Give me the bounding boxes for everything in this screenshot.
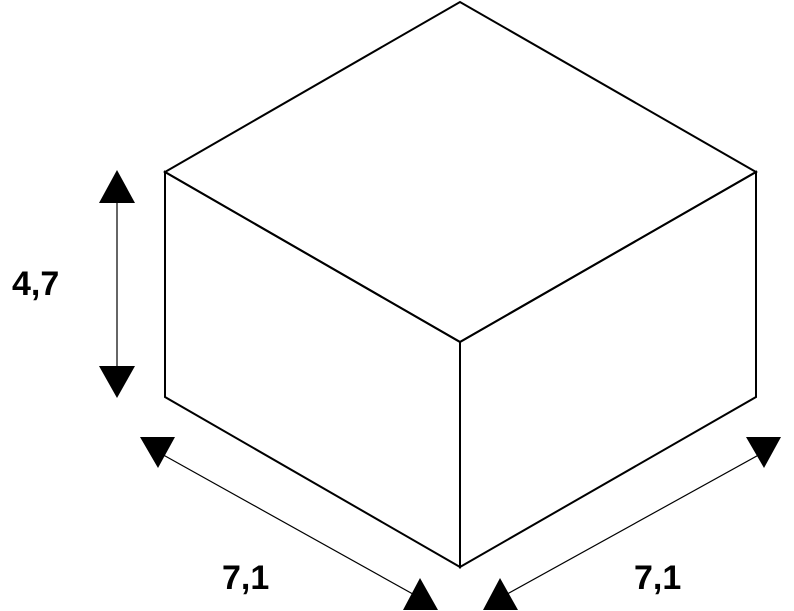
width-arrow-end-icon [746, 437, 781, 468]
height-dimension: 4,7 [12, 170, 135, 398]
width-dimension-line [499, 451, 765, 599]
height-arrow-up-icon [99, 170, 135, 203]
box-front-right-face [459, 170, 757, 569]
box-outline [162, 0, 759, 569]
depth-dimension-line [157, 451, 421, 599]
depth-arrow-end-icon [403, 578, 438, 610]
depth-arrow-start-icon [140, 437, 175, 468]
width-label: 7,1 [634, 559, 681, 597]
box-front-left-face [164, 170, 461, 569]
height-arrow-down-icon [99, 366, 135, 398]
width-arrow-start-icon [483, 578, 518, 610]
depth-dimension: 7,1 [140, 437, 438, 610]
width-dimension: 7,1 [483, 437, 781, 610]
depth-label: 7,1 [222, 559, 269, 597]
height-label: 4,7 [12, 265, 59, 303]
box-top-face [162, 0, 759, 344]
